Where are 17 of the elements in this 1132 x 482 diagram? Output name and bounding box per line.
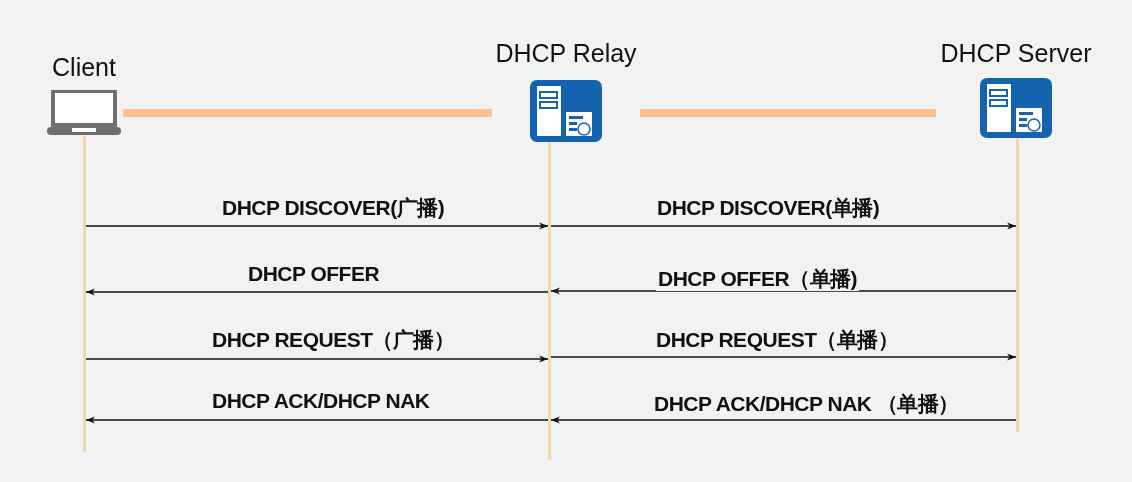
message-arrow [550, 287, 1017, 295]
device-label: Client [51, 52, 117, 82]
message-label: DHCP OFFER（单播) [656, 267, 860, 291]
message-arrow [550, 416, 1017, 424]
lifeline [548, 142, 551, 460]
message-label: DHCP DISCOVER(广播) [220, 196, 447, 220]
message-arrow [550, 353, 1017, 361]
message-arrow [85, 416, 549, 424]
lifeline [1016, 138, 1019, 432]
message-arrow [85, 355, 549, 363]
device-label: DHCP Server [939, 38, 1093, 68]
message-arrow [85, 222, 549, 230]
message-arrow [85, 288, 549, 296]
message-arrow [550, 222, 1017, 230]
lifeline [83, 136, 86, 452]
device-label: DHCP Relay [494, 38, 638, 68]
message-label: DHCP DISCOVER(单播) [655, 196, 882, 220]
